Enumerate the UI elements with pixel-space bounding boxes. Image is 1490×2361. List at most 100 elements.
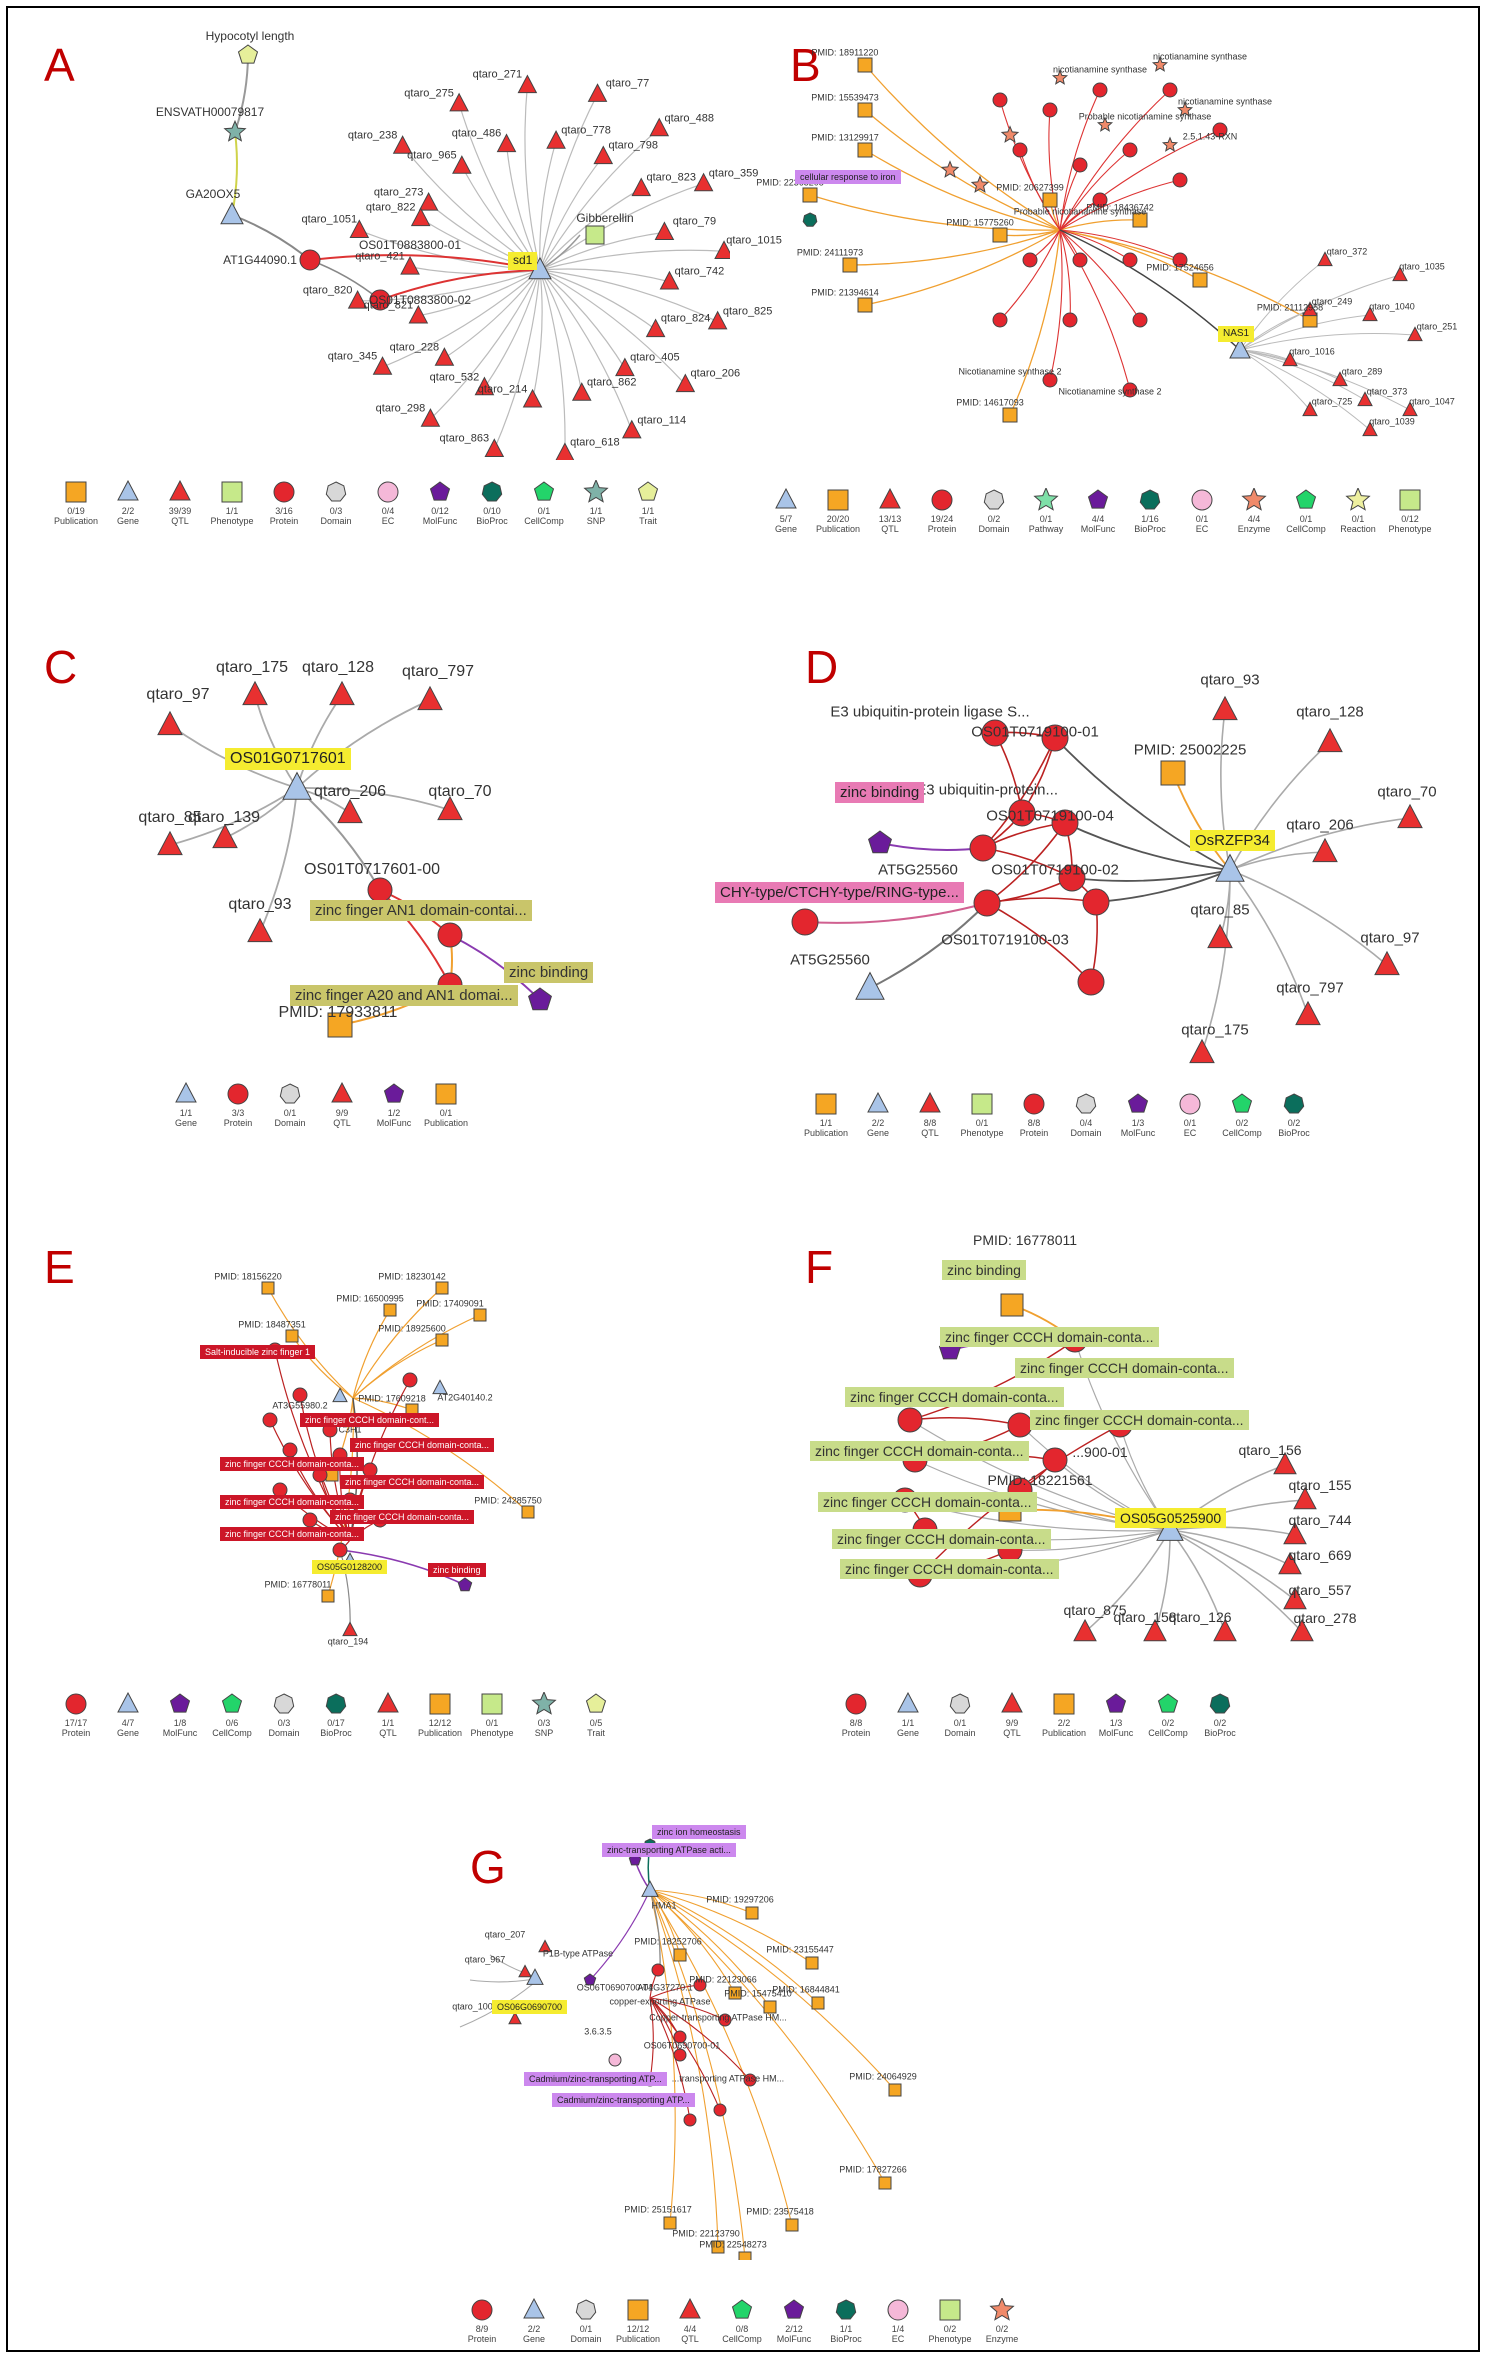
qtl-label: qtaro_359 (708, 167, 759, 180)
legend-count: 0/12 (431, 506, 449, 516)
network-graph (802, 56, 1423, 437)
edge (1059, 219, 1141, 231)
legend-name: Trait (639, 516, 657, 527)
legend-count: 4/4 (683, 2324, 697, 2334)
molfunc-node (583, 1973, 597, 1986)
publication-node (785, 2218, 799, 2232)
bioproc-label: zinc ion homeostasis (652, 1825, 746, 1840)
center-gene-node (1215, 853, 1245, 882)
edge (649, 1889, 746, 2259)
legend-gene-icon (175, 1082, 197, 1103)
qtl-label: qtaro_278 (1293, 1610, 1357, 1626)
protein-node (1092, 192, 1108, 208)
edge (382, 269, 541, 368)
qtl-node (410, 207, 431, 227)
qtl-node (555, 442, 575, 460)
legend-count: 4/7 (121, 1718, 135, 1728)
edge (1059, 129, 1221, 231)
legend-count: 0/4 (381, 506, 395, 516)
qtl-node (631, 177, 652, 197)
publication-node (285, 1329, 299, 1343)
edge (352, 1287, 443, 1399)
pmid-label: PMID: 15775260 (946, 217, 1014, 228)
protein-node (693, 1978, 707, 1992)
domain-label: CHY-type/CTCHY-type/RING-type... (715, 882, 964, 904)
legend-name: CellComp (1286, 524, 1326, 535)
edge (982, 737, 1056, 849)
legend-count: 0/10 (483, 506, 501, 516)
edge (589, 1889, 651, 1981)
molfunc-node (528, 987, 552, 1011)
publication-node (473, 1308, 487, 1322)
qtl-label: qtaro_863 (439, 432, 490, 445)
legend-name: BioProc (1134, 524, 1166, 535)
edge (1229, 851, 1326, 871)
qtl-label: qtaro_1015 (726, 234, 782, 247)
legend-publication-icon (815, 1093, 837, 1115)
edge (864, 64, 1061, 231)
legend-ec-icon (1191, 489, 1213, 511)
legend-count: 4/4 (1247, 514, 1261, 524)
edge (1059, 89, 1101, 231)
qtl-label: qtaro_486 (451, 127, 502, 140)
qtl-label: qtaro_373 (1366, 386, 1408, 397)
protein-node (1092, 82, 1108, 98)
domain-label: zinc finger CCCH domain-conta... (330, 1510, 475, 1525)
edge (539, 269, 626, 369)
pmid-label: PMID: 18252706 (634, 1936, 702, 1947)
qtl-label: qtaro_139 (187, 809, 261, 826)
qtl-label: qtaro_778 (561, 124, 611, 137)
protein-node (1042, 102, 1058, 118)
legend-name: CellComp (1222, 1128, 1262, 1139)
panel-letter: G (470, 1841, 506, 1893)
protein-node (981, 719, 1009, 747)
qtl-node (157, 830, 183, 856)
enzyme-label: Copper-transporting ATPase HM... (649, 2012, 787, 2023)
legend-name: Protein (927, 524, 957, 535)
publication-node (738, 2251, 752, 2260)
qtl-node (1290, 1618, 1314, 1642)
qtl-label: qtaro_742 (674, 265, 725, 278)
legend-count: 0/1 (975, 1118, 989, 1128)
legend-count: 0/3 (277, 1718, 291, 1728)
legend-name: Phenotype (1388, 524, 1432, 535)
phenotype-node (585, 225, 605, 245)
protein-node (1007, 1412, 1033, 1438)
legend-name: Trait (587, 1728, 605, 1739)
publication-node (857, 142, 873, 158)
domain-label: zinc finger CCCH domain-conta... (220, 1495, 365, 1510)
qtl-label: qtaro_862 (586, 376, 637, 389)
edge (1169, 1526, 1296, 1536)
edge (649, 1889, 896, 2091)
center-gene-label: sd1 (508, 252, 538, 270)
qtl-label: qtaro_156 (1238, 1442, 1302, 1458)
qtl-label: qtaro_822 (365, 201, 416, 214)
edge (909, 1339, 1076, 1421)
legend-cellcomp-icon (1295, 489, 1317, 509)
legend-count: 3/3 (231, 1108, 245, 1118)
edge (649, 1889, 819, 2004)
domain-label: zinc finger CCCH domain-conta... (832, 1529, 1051, 1550)
legend-name: Gene (116, 1728, 140, 1739)
qtl-label: qtaro_273 (373, 186, 424, 199)
domain-label: zinc finger CCCH domain-conta... (220, 1527, 365, 1542)
legend-domain-icon (1075, 1093, 1097, 1114)
protein-node (1122, 252, 1138, 268)
legend-name: QTL (1003, 1728, 1021, 1739)
qtl-label: qtaro_1035 (1399, 261, 1445, 272)
pmid-label: PMID: 17524656 (1146, 262, 1214, 273)
molfunc-label: zinc binding (428, 1563, 486, 1578)
publication-node (857, 102, 873, 118)
legend-count: 0/2 (1287, 1118, 1301, 1128)
legend-name: SNP (534, 1728, 554, 1739)
qtl-label: qtaro_797 (1276, 979, 1344, 997)
edge (409, 266, 541, 275)
qtl-label: qtaro_1016 (1289, 346, 1335, 357)
